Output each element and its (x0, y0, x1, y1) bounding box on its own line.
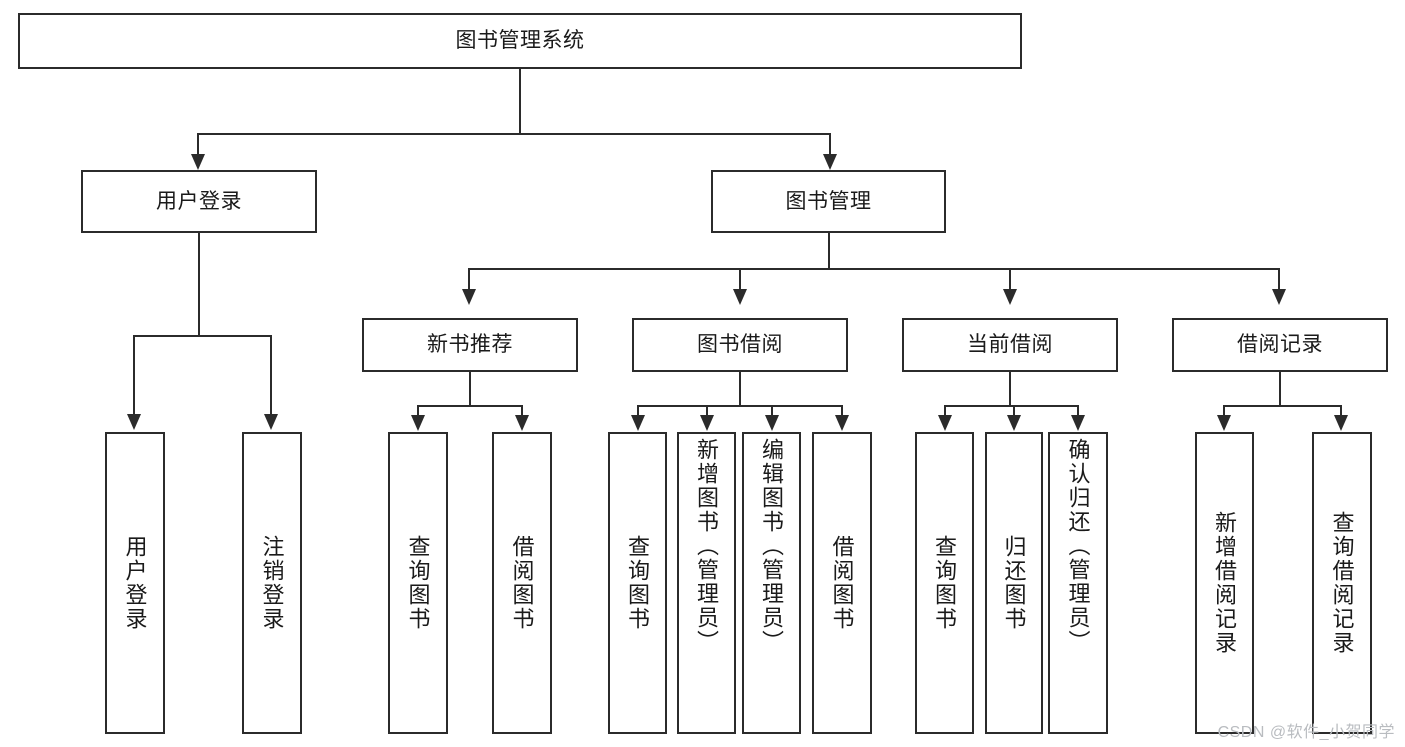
node-label: 新增借阅记录 (1212, 511, 1238, 655)
node-user-login[interactable]: 用户登录 (81, 170, 317, 233)
connector-book-borrow-to-leaf-3 (771, 405, 773, 416)
connector-root-to-user-login (197, 133, 199, 155)
connector-borrow-record-to-leaf-1 (1223, 405, 1225, 416)
node-book-management[interactable]: 图书管理 (711, 170, 946, 233)
connector-current-borrow-stem (1009, 372, 1011, 405)
node-label: 借阅图书 (829, 535, 855, 631)
arrow-borrow-record-to-leaf-1 (1217, 415, 1231, 431)
node-label: 用户登录 (122, 535, 148, 631)
node-label: 借阅图书 (509, 535, 535, 631)
leaf-book-borrow-query-books[interactable]: 查询图书 (608, 432, 667, 734)
node-label: 编辑图书（管理员） (759, 438, 785, 654)
arrow-current-borrow-to-leaf-2 (1007, 415, 1021, 431)
node-label: 确认归还（管理员） (1065, 438, 1091, 654)
arrow-current-borrow-to-leaf-3 (1071, 415, 1085, 431)
node-label: 用户登录 (156, 189, 242, 213)
arrow-book-borrow-to-leaf-2 (700, 415, 714, 431)
node-label: 查询图书 (932, 535, 958, 631)
connector-new-book-bar (417, 405, 523, 407)
leaf-book-borrow-edit-book-admin[interactable]: 编辑图书（管理员） (742, 432, 801, 734)
connector-new-book-stem (469, 372, 471, 405)
arrow-new-book-to-leaf-1 (411, 415, 425, 431)
connector-book-mgmt-stem (828, 233, 830, 268)
connector-book-borrow-to-leaf-2 (706, 405, 708, 416)
connector-root-stem (519, 69, 521, 133)
connector-root-bar (197, 133, 831, 135)
arrow-book-borrow-to-leaf-3 (765, 415, 779, 431)
connector-current-borrow-bar (944, 405, 1079, 407)
arrow-user-login-to-leaf-2 (264, 414, 278, 430)
arrow-root-to-user-login (191, 154, 205, 170)
arrow-book-borrow-to-leaf-4 (835, 415, 849, 431)
connector-book-borrow-stem (739, 372, 741, 405)
arrow-to-current-borrow (1003, 289, 1017, 305)
node-new-book-recommend[interactable]: 新书推荐 (362, 318, 578, 372)
leaf-new-book-query-books[interactable]: 查询图书 (388, 432, 448, 734)
leaf-borrow-record-add-record[interactable]: 新增借阅记录 (1195, 432, 1254, 734)
connector-current-borrow-to-leaf-1 (944, 405, 946, 416)
leaf-current-borrow-return-books[interactable]: 归还图书 (985, 432, 1043, 734)
arrow-to-borrow-record (1272, 289, 1286, 305)
node-current-borrow[interactable]: 当前借阅 (902, 318, 1118, 372)
leaf-new-book-borrow-books[interactable]: 借阅图书 (492, 432, 552, 734)
connector-to-new-book (468, 268, 470, 290)
node-label: 当前借阅 (967, 333, 1053, 357)
node-label: 图书管理系统 (455, 29, 585, 53)
node-borrow-record[interactable]: 借阅记录 (1172, 318, 1388, 372)
node-label: 借阅记录 (1237, 333, 1323, 357)
arrow-current-borrow-to-leaf-1 (938, 415, 952, 431)
arrow-to-new-book (462, 289, 476, 305)
leaf-user-login[interactable]: 用户登录 (105, 432, 165, 734)
connector-borrow-record-bar (1223, 405, 1342, 407)
node-label: 新书推荐 (427, 333, 513, 357)
connector-to-book-borrow (739, 268, 741, 290)
connector-to-borrow-record (1278, 268, 1280, 290)
connector-borrow-record-to-leaf-2 (1340, 405, 1342, 416)
node-root-system[interactable]: 图书管理系统 (18, 13, 1022, 69)
node-label: 注销登录 (259, 535, 285, 631)
leaf-logout-login[interactable]: 注销登录 (242, 432, 302, 734)
connector-to-current-borrow (1009, 268, 1011, 290)
node-label: 图书管理 (785, 189, 872, 213)
connector-user-login-to-leaf-2 (270, 335, 272, 415)
node-book-borrow[interactable]: 图书借阅 (632, 318, 848, 372)
connector-book-borrow-to-leaf-1 (637, 405, 639, 416)
node-label: 图书借阅 (697, 333, 783, 357)
connector-user-login-bar (133, 335, 271, 337)
arrow-book-borrow-to-leaf-1 (631, 415, 645, 431)
arrow-to-book-borrow (733, 289, 747, 305)
leaf-book-borrow-add-book-admin[interactable]: 新增图书（管理员） (677, 432, 736, 734)
node-label: 新增图书（管理员） (694, 438, 720, 654)
connector-current-borrow-to-leaf-3 (1077, 405, 1079, 416)
arrow-borrow-record-to-leaf-2 (1334, 415, 1348, 431)
connector-user-login-stem (198, 233, 200, 335)
node-label: 归还图书 (1001, 535, 1027, 631)
connector-user-login-to-leaf-1 (133, 335, 135, 415)
connector-borrow-record-stem (1279, 372, 1281, 405)
connector-book-mgmt-bar (468, 268, 1280, 270)
node-label: 查询借阅记录 (1329, 511, 1355, 655)
connector-book-borrow-to-leaf-4 (841, 405, 843, 416)
leaf-current-borrow-query-books[interactable]: 查询图书 (915, 432, 974, 734)
connector-new-book-to-leaf-1 (417, 405, 419, 416)
arrow-new-book-to-leaf-2 (515, 415, 529, 431)
connector-new-book-to-leaf-2 (521, 405, 523, 416)
connector-current-borrow-to-leaf-2 (1013, 405, 1015, 416)
node-label: 查询图书 (625, 535, 651, 631)
arrow-user-login-to-leaf-1 (127, 414, 141, 430)
leaf-book-borrow-borrow-books[interactable]: 借阅图书 (812, 432, 872, 734)
node-label: 查询图书 (405, 535, 431, 631)
arrow-root-to-book-mgmt (823, 154, 837, 170)
leaf-current-borrow-confirm-return-admin[interactable]: 确认归还（管理员） (1048, 432, 1108, 734)
leaf-borrow-record-query-record[interactable]: 查询借阅记录 (1312, 432, 1372, 734)
connector-root-to-book-mgmt (829, 133, 831, 155)
connector-book-borrow-bar (637, 405, 842, 407)
